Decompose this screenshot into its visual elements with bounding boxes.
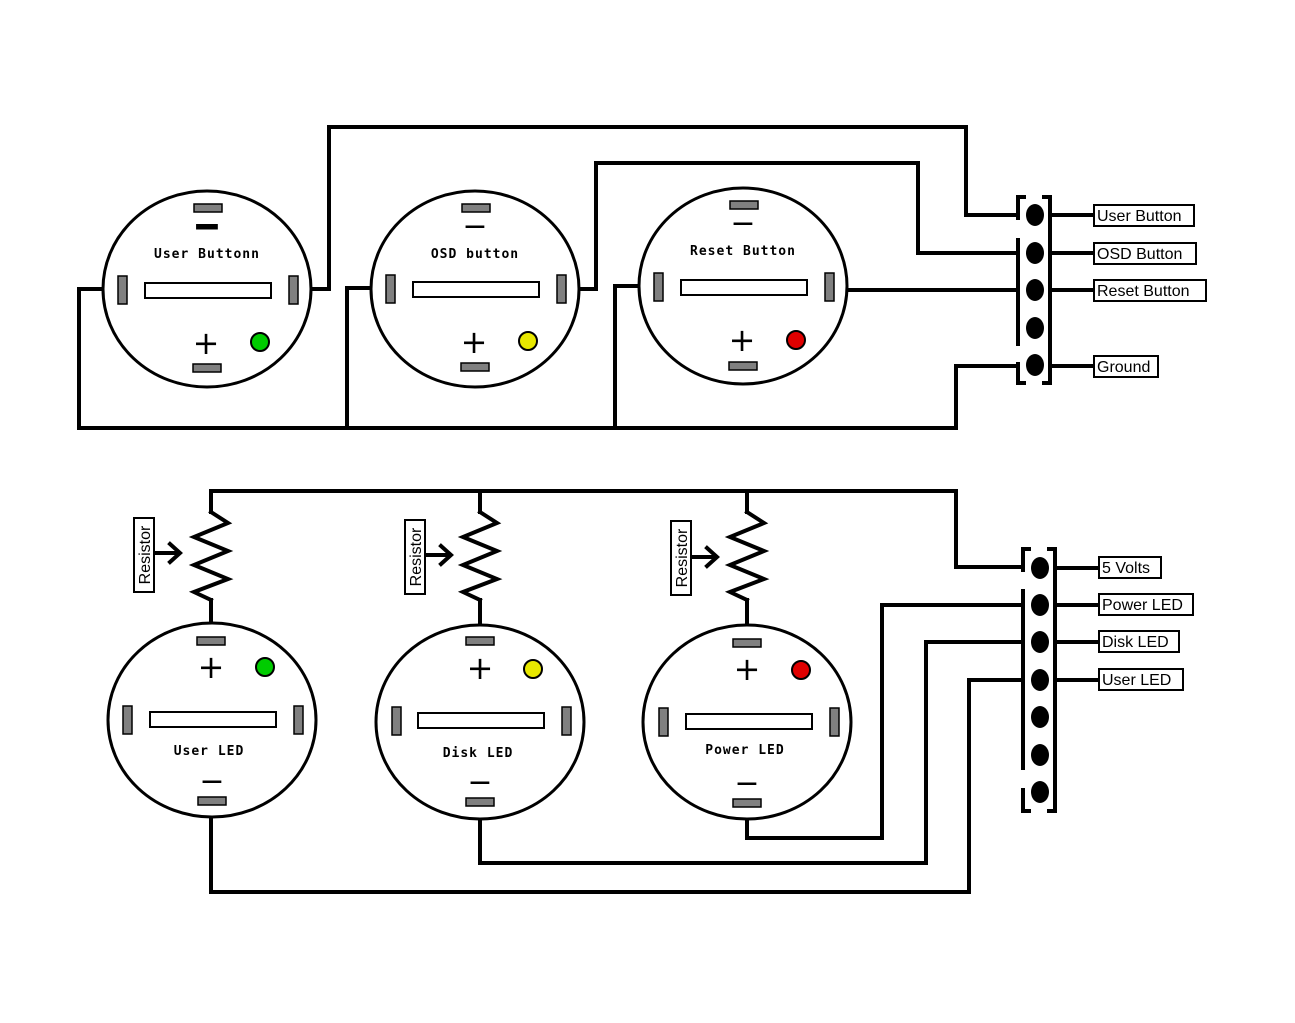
osd-button-title: OSD button bbox=[431, 247, 519, 262]
yellow-led-dot bbox=[518, 331, 538, 351]
disk-led-label: Disk LED bbox=[1102, 634, 1169, 651]
bottom-header-connector: 5 Volts Power LED Disk LED User LED bbox=[1021, 547, 1194, 813]
minus-sign: − bbox=[199, 764, 224, 799]
connector-pin bbox=[1026, 317, 1044, 339]
user-button-title: User Buttonn bbox=[154, 247, 260, 262]
user-button-label: User Button bbox=[1097, 208, 1181, 225]
osd-button-component: − OSD button + bbox=[369, 189, 581, 389]
user-button-component: − User Buttonn + bbox=[101, 189, 313, 389]
minus-sign: − bbox=[734, 766, 759, 801]
osd-button-label: OSD Button bbox=[1097, 246, 1182, 263]
top-wires bbox=[77, 125, 1020, 430]
plus-sign: + bbox=[198, 648, 225, 686]
connector-pin bbox=[1026, 242, 1044, 264]
top-header-connector: User Button OSD Button Reset Button Grou… bbox=[1016, 195, 1207, 385]
reset-button-title: Reset Button bbox=[690, 244, 796, 259]
connector-pin bbox=[1031, 744, 1049, 766]
plus-sign: + bbox=[461, 323, 488, 361]
minus-sign: − bbox=[462, 209, 487, 244]
reset-button-label: Reset Button bbox=[1097, 283, 1190, 300]
connector-pin bbox=[1031, 557, 1049, 579]
connector-pin bbox=[1026, 279, 1044, 301]
user-led-title: User LED bbox=[174, 744, 245, 759]
resistor-zigzags bbox=[188, 509, 770, 603]
resistor-text: Resistor bbox=[674, 528, 691, 587]
power-led-title: Power LED bbox=[705, 743, 784, 758]
red-led-dot bbox=[791, 660, 811, 680]
connector-pin bbox=[1031, 631, 1049, 653]
reset-button-component: − Reset Button + bbox=[637, 186, 849, 386]
five-volts-label: 5 Volts bbox=[1102, 560, 1150, 577]
disk-led-title: Disk LED bbox=[443, 746, 514, 761]
resistor-1 bbox=[188, 509, 234, 603]
resistor-text: Resistor bbox=[408, 527, 425, 586]
minus-sign: − bbox=[467, 765, 492, 800]
power-led-component: + Power LED − bbox=[641, 623, 853, 821]
user-led-component: + User LED − bbox=[106, 621, 318, 819]
plus-sign: + bbox=[467, 649, 494, 687]
connector-pin bbox=[1031, 706, 1049, 728]
plus-sign: + bbox=[729, 321, 756, 359]
connector-pin bbox=[1031, 594, 1049, 616]
connector-pin bbox=[1026, 204, 1044, 226]
user-led-label: User LED bbox=[1102, 672, 1171, 689]
green-led-dot bbox=[250, 332, 270, 352]
connector-pin bbox=[1031, 781, 1049, 803]
resistor-3 bbox=[724, 509, 770, 603]
green-led-dot bbox=[255, 657, 275, 677]
connector-pin bbox=[1026, 354, 1044, 376]
yellow-led-dot bbox=[523, 659, 543, 679]
resistor-label-1: Resistor bbox=[133, 517, 183, 593]
ground-label: Ground bbox=[1097, 359, 1150, 376]
minus-sign: − bbox=[730, 206, 755, 241]
resistor-label-2: Resistor bbox=[404, 519, 454, 595]
minus-sign: − bbox=[194, 209, 219, 244]
resistor-text: Resistor bbox=[137, 525, 154, 584]
disk-led-component: + Disk LED − bbox=[374, 623, 586, 821]
connector-pin bbox=[1031, 669, 1049, 691]
red-led-dot bbox=[786, 330, 806, 350]
power-led-label: Power LED bbox=[1102, 597, 1183, 614]
resistor-label-3: Resistor bbox=[670, 520, 720, 596]
plus-sign: + bbox=[734, 650, 761, 688]
bottom-wires bbox=[209, 489, 1024, 894]
plus-sign: + bbox=[193, 324, 220, 362]
resistor-2 bbox=[457, 509, 503, 603]
